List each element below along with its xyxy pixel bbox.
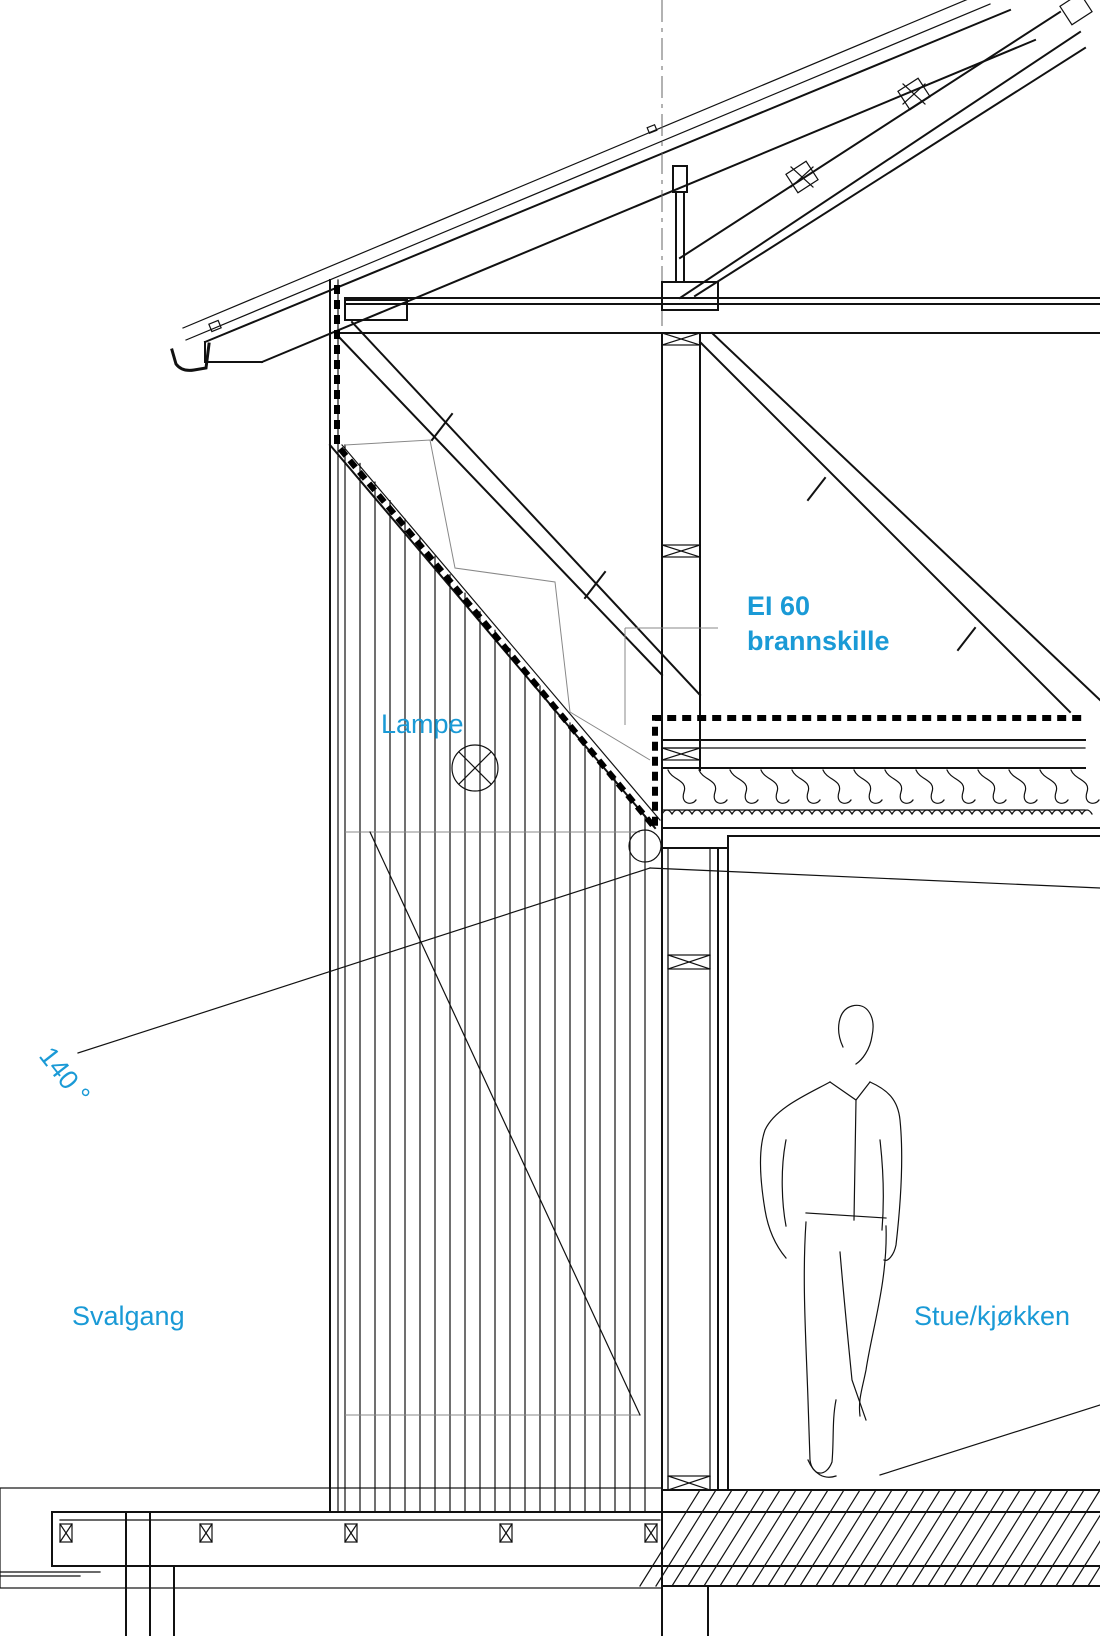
annotations: EI 60 brannskille Lampe 140 ° Svalgang S… xyxy=(33,591,1070,1331)
fire-separation-line xyxy=(334,285,1085,837)
fire-rating-label: EI 60 xyxy=(747,591,810,621)
gutter xyxy=(170,342,211,372)
lamp-label: Lampe xyxy=(381,709,464,739)
lamp-fixture xyxy=(451,744,662,863)
room-label-svalgang: Svalgang xyxy=(72,1301,185,1331)
interior-wall xyxy=(661,769,729,1636)
angle-label: 140 ° xyxy=(33,1041,96,1109)
light-cone xyxy=(77,439,1100,1476)
room-label-stue-kjokken: Stue/kjøkken xyxy=(914,1301,1070,1331)
vertical-cladding xyxy=(359,462,646,1513)
roof-assembly xyxy=(170,0,1093,372)
person-figure xyxy=(759,1004,903,1478)
fire-rating-sublabel: brannskille xyxy=(747,626,890,656)
ceiling-insulation xyxy=(661,739,1100,837)
floor-assembly xyxy=(0,1487,1100,1636)
truss-structure xyxy=(334,165,1100,771)
